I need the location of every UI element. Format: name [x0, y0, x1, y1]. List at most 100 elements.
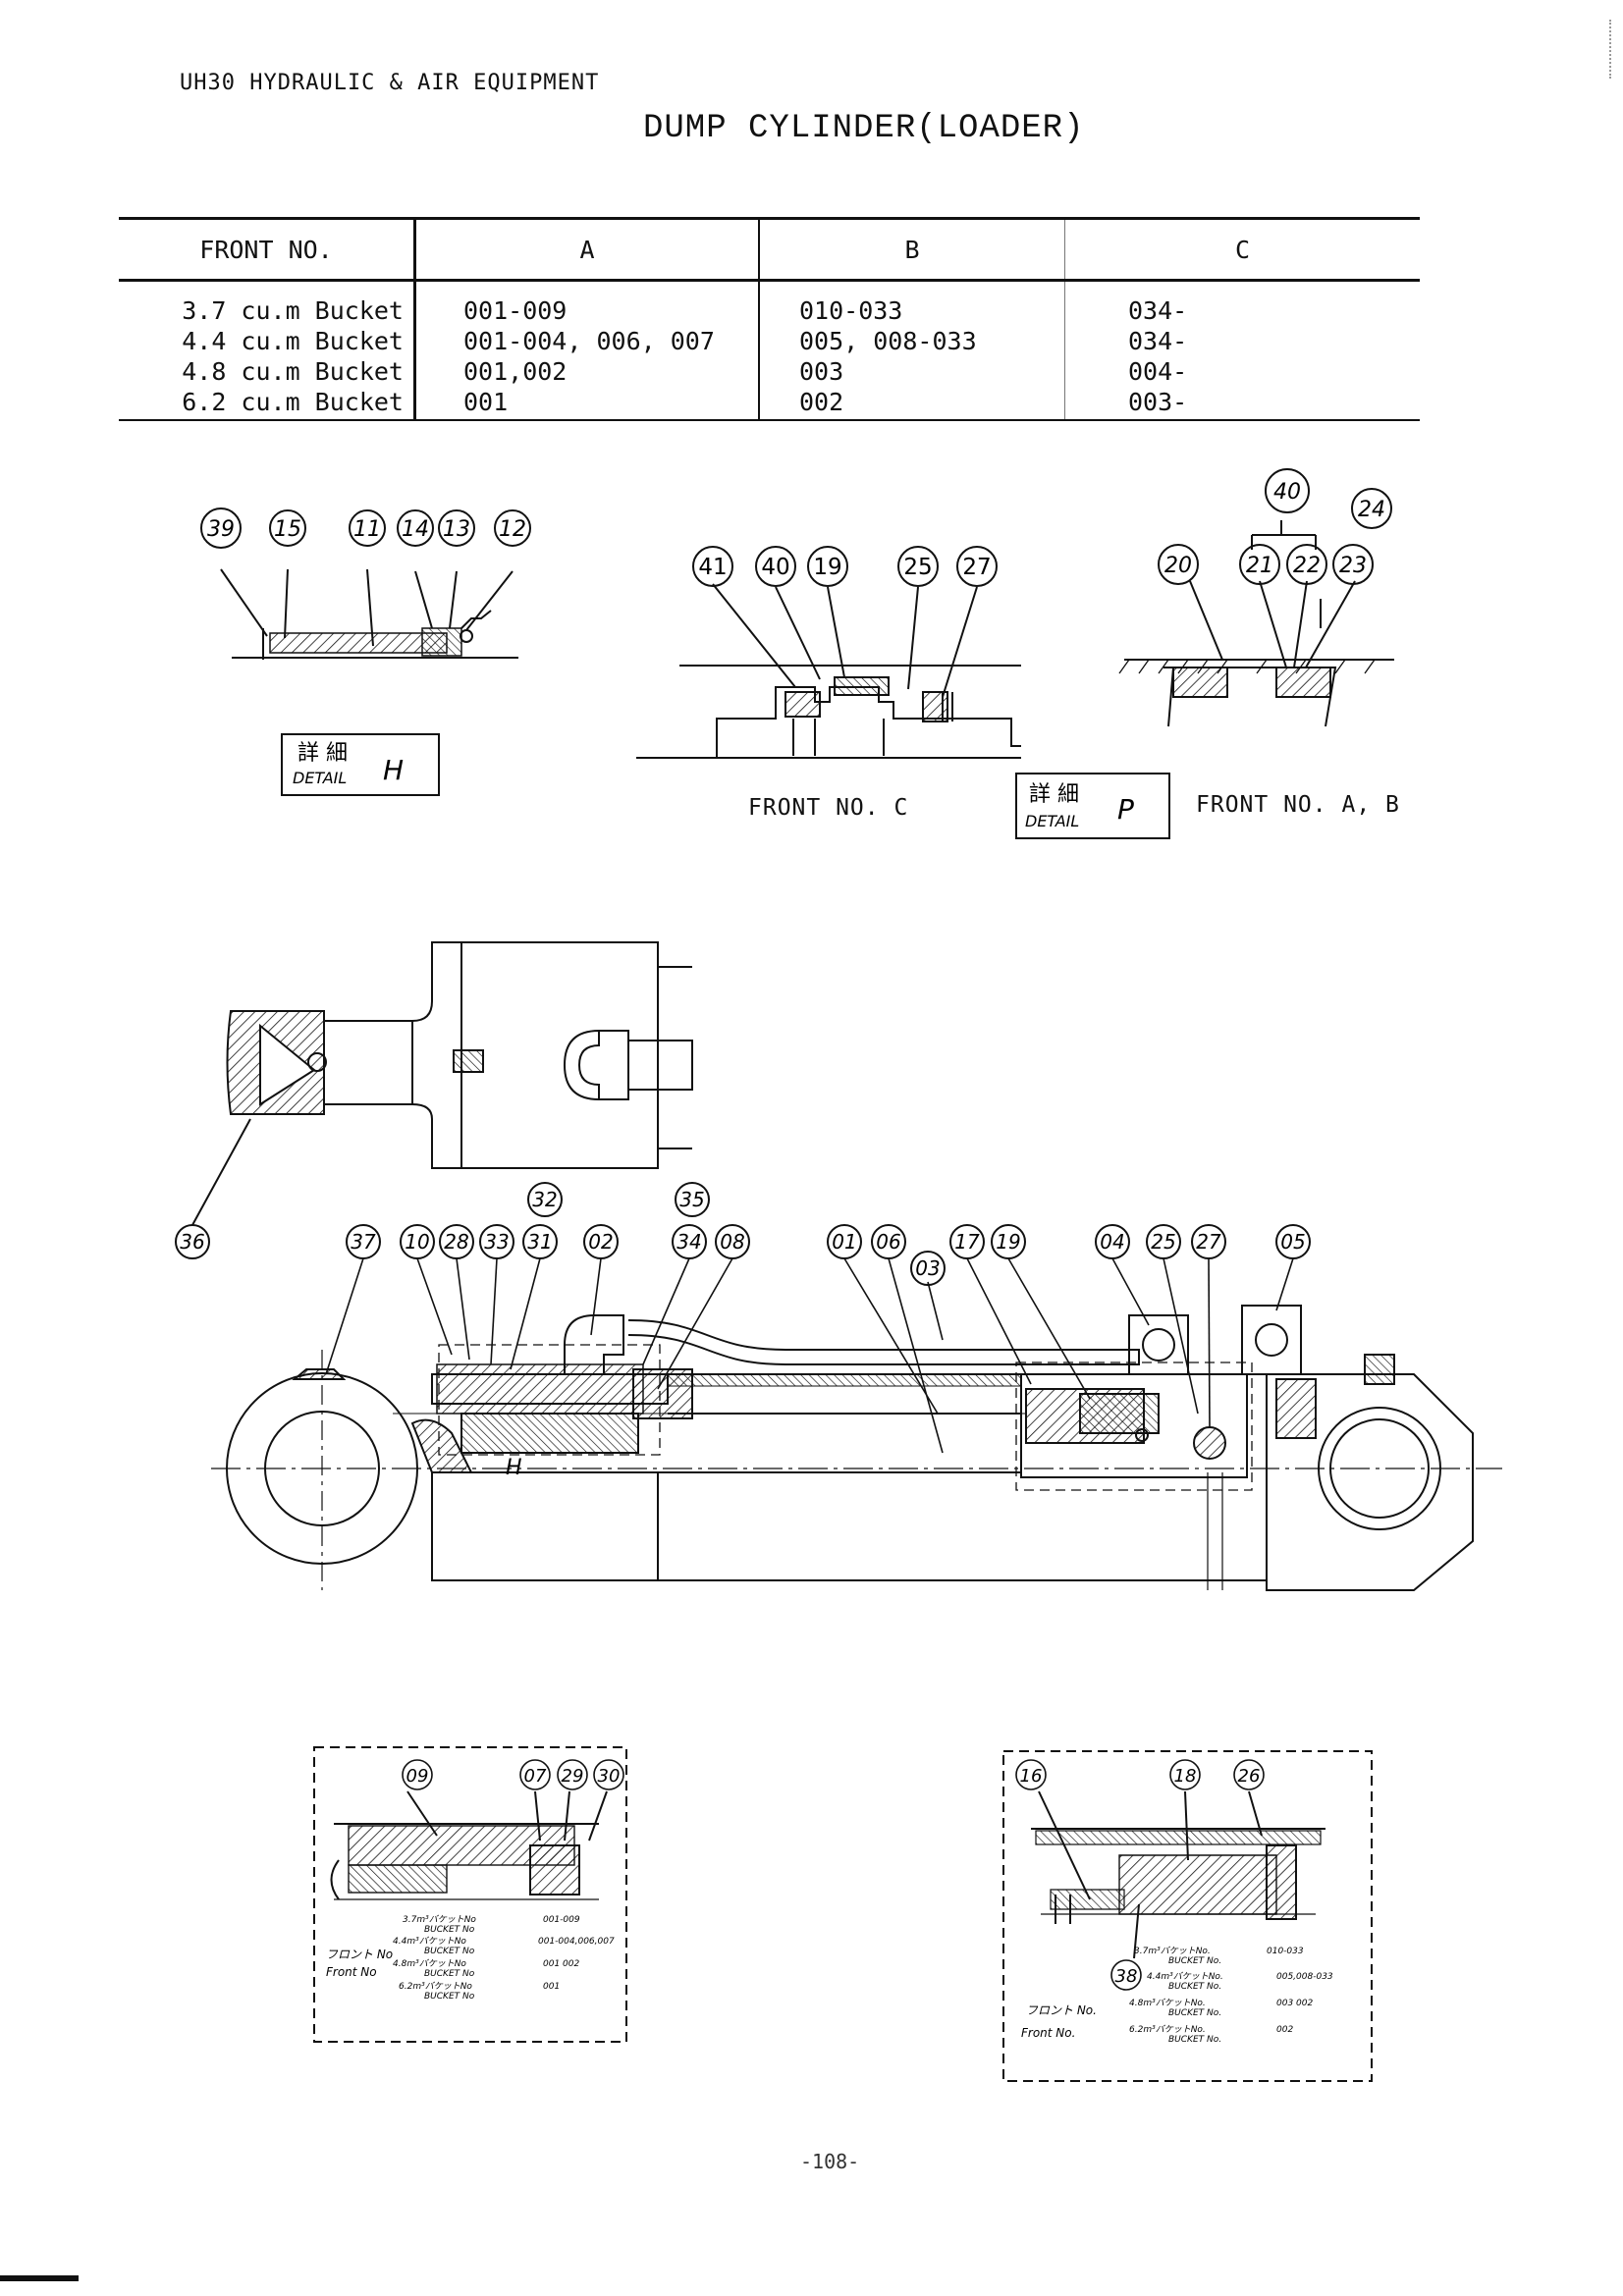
inset-left-row-1-sub: BUCKET No	[424, 1925, 475, 1935]
callout-25-number: 25	[1151, 1230, 1175, 1254]
callout-40	[755, 546, 796, 587]
callout-11-number: 11	[353, 517, 381, 542]
callout-21	[1239, 544, 1280, 585]
callout-21-number: 21	[1246, 554, 1273, 578]
callout-08	[715, 1224, 750, 1259]
callout-38-number: 38	[1115, 1966, 1138, 1987]
callout-30-number: 30	[598, 1766, 621, 1787]
document-title: DUMP CYLINDER(LOADER)	[643, 110, 1085, 147]
callout-34-number: 34	[676, 1230, 701, 1254]
callout-15	[269, 509, 306, 547]
inset-left-row-2-label: 4.4m³バケットNo	[393, 1936, 466, 1947]
callout-25	[897, 546, 939, 587]
inset-right-row-3-sub: BUCKET No.	[1168, 2008, 1221, 2018]
callout-23	[1332, 544, 1374, 585]
bottom-bar-mark	[0, 2275, 79, 2281]
table-cell: 001,002	[414, 356, 760, 387]
callout-02-number: 02	[588, 1230, 613, 1254]
inset-right-row-2-value: 005,008-033	[1276, 1972, 1333, 1982]
callout-33	[479, 1224, 514, 1259]
callout-05-number: 05	[1280, 1230, 1305, 1254]
inset-left-row-2-value: 001-004,006,007	[538, 1937, 615, 1947]
inset-left-row-4-sub: BUCKET No	[424, 1992, 475, 2002]
callout-23-number: 23	[1339, 554, 1367, 578]
table-cell: 001	[414, 387, 760, 421]
table-cell: 4.4 cu.m Bucket	[119, 326, 416, 356]
callout-29	[557, 1759, 588, 1790]
detail-h-tag: 詳 細 DETAIL H	[281, 733, 440, 796]
inset-left-row-4-label: 6.2m³バケットNo	[399, 1981, 472, 1992]
table-cell: 003	[759, 356, 1065, 387]
callout-24	[1351, 488, 1392, 529]
inset-left-row-4-value: 001	[543, 1982, 560, 1992]
detail-h-callouts: 39 15 11 14 13 12	[200, 507, 531, 549]
callout-26	[1233, 1759, 1265, 1790]
inset-right-row-4-value: 002	[1276, 2025, 1293, 2035]
callout-35-number: 35	[679, 1188, 704, 1211]
front-c-figure	[636, 583, 1021, 759]
callout-25-number: 25	[903, 555, 932, 580]
column-header: B	[759, 217, 1065, 282]
callout-28	[439, 1224, 474, 1259]
callout-14-number: 14	[402, 517, 429, 542]
callout-37	[346, 1224, 381, 1259]
callout-03	[910, 1251, 946, 1286]
callout-25	[1146, 1224, 1181, 1259]
inset-left-row-3-sub: BUCKET No	[424, 1969, 475, 1979]
callout-01-number: 01	[832, 1230, 856, 1254]
callout-22-number: 22	[1293, 554, 1321, 578]
callout-18-number: 18	[1174, 1766, 1197, 1787]
callout-19-number: 19	[813, 555, 841, 580]
column-header: C	[1064, 217, 1420, 282]
detail-h-word: DETAIL	[293, 769, 347, 787]
detail-h-kanji: 詳 細	[298, 741, 348, 766]
callout-27-number: 27	[1196, 1230, 1221, 1254]
inset-right-row-4-label: 6.2m³バケットNo.	[1129, 2024, 1206, 2035]
callout-13	[438, 509, 475, 547]
callout-18	[1169, 1759, 1201, 1790]
detail-p-word: DETAIL	[1025, 812, 1079, 830]
callout-02	[583, 1224, 619, 1259]
inset-left-row-3-value: 001 002	[543, 1959, 579, 1969]
table-cell: 005, 008-033	[759, 326, 1065, 356]
table-cell: 002	[759, 387, 1065, 421]
callout-04	[1095, 1224, 1130, 1259]
callout-33-number: 33	[484, 1230, 509, 1254]
callout-19	[807, 546, 848, 587]
detail-p-tag: 詳 細 DETAIL P	[1015, 773, 1170, 839]
callout-34	[672, 1224, 707, 1259]
callout-30	[593, 1759, 624, 1790]
detail-h-figure	[220, 568, 518, 660]
callout-40-number: 40	[1273, 480, 1301, 505]
front-ab-callouts: 40 24 20 21 22 23	[1158, 468, 1392, 585]
table-cell: 3.7 cu.m Bucket	[119, 280, 416, 326]
inset-left-front-label-jp: フロント No	[326, 1948, 393, 1961]
inset-left-row-2-sub: BUCKET No	[424, 1947, 475, 1956]
column-header: FRONT NO.	[119, 217, 416, 282]
callout-19	[991, 1224, 1026, 1259]
front-no-ab-label: FRONT NO. A, B	[1196, 792, 1400, 818]
callout-10-number: 10	[405, 1230, 429, 1254]
callout-41	[692, 546, 733, 587]
callout-39	[200, 507, 242, 549]
callout-14	[397, 509, 434, 547]
front-number-table: FRONT NO. A B C 3.7 cu.m Bucket 001-009 …	[119, 217, 1420, 421]
callout-31	[522, 1224, 558, 1259]
callout-40-number: 40	[761, 555, 789, 580]
callout-16	[1015, 1759, 1047, 1790]
table-row: 4.4 cu.m Bucket 001-004, 006, 007 005, 0…	[119, 326, 1420, 356]
detail-p-letter: P	[1117, 793, 1134, 826]
front-ab-figure	[1118, 520, 1394, 727]
callout-27-number: 27	[962, 555, 991, 580]
callout-20	[1158, 544, 1199, 585]
inset-right-row-3-value: 003 002	[1276, 1999, 1313, 2008]
callout-22	[1286, 544, 1327, 585]
cylinder-main-section	[211, 1305, 1502, 1591]
page-number: -108-	[800, 2150, 860, 2173]
callout-10	[400, 1224, 435, 1259]
callout-32	[527, 1182, 563, 1217]
inset-right-row-2-label: 4.4m³バケットNo.	[1147, 1971, 1223, 1982]
table-row: 6.2 cu.m Bucket 001 002 003-	[119, 387, 1420, 421]
detail-h-marker: H	[506, 1456, 522, 1480]
callout-27	[1191, 1224, 1226, 1259]
